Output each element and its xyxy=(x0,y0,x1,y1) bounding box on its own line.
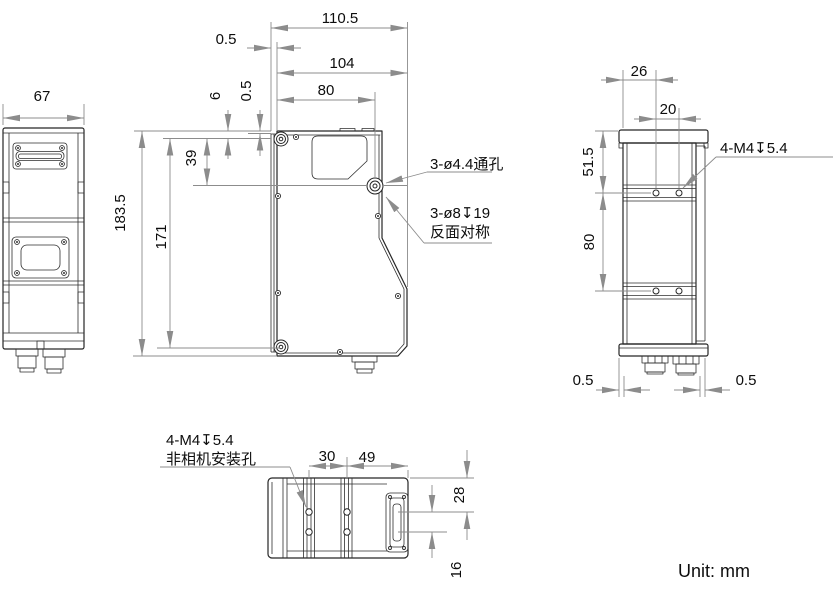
bottom-thread-note-line2: 非相机安装孔 xyxy=(166,451,256,468)
dim-inner-height: 171 xyxy=(153,224,170,249)
front-view-outline xyxy=(2,127,85,350)
bottom-thread-note-line1: 4-M4↧5.4 xyxy=(166,432,234,449)
dim-top-gap: 6 xyxy=(207,92,224,100)
dim-left-gap: 0.5 xyxy=(573,372,594,389)
dim-hole-spacing-v: 80 xyxy=(581,234,598,251)
counterbore-note-line1: 3-ø8↧19 xyxy=(430,205,490,222)
dim-front-width: 67 xyxy=(34,88,51,105)
through-hole-annotation: 3-ø4.4通孔 xyxy=(385,156,503,184)
bottom-view: 30 49 28 16 4-M4↧5.4 非相机安装孔 xyxy=(160,432,474,578)
bottom-thread-annotation: 4-M4↧5.4 非相机安装孔 xyxy=(160,432,307,508)
counterbore-hole-right xyxy=(366,177,384,195)
side-connector xyxy=(351,355,378,374)
dim-top-hole-offset: 51.5 xyxy=(580,147,597,176)
front-view: 67 xyxy=(2,88,85,374)
dim-hole-spacing-a: 30 xyxy=(319,448,336,465)
dim-edge-offset: 49 xyxy=(359,449,376,466)
dim-hole-spacing-h: 20 xyxy=(660,101,677,118)
rear-top-cap xyxy=(618,129,709,144)
rear-thread-annotation: 4-M4↧5.4 xyxy=(682,140,833,189)
side-view-inner-line xyxy=(279,134,405,354)
front-edge-strip xyxy=(695,145,706,342)
middle-panel-window xyxy=(20,244,61,271)
middle-panel xyxy=(11,236,70,279)
counterbore-note-line2: 反面对称 xyxy=(430,224,490,241)
top-plate-screws xyxy=(15,145,65,167)
left-notch-lower xyxy=(2,291,10,304)
side-screws xyxy=(274,133,402,356)
dim-body-depth: 104 xyxy=(329,55,354,72)
bottom-rail-1 xyxy=(303,478,315,558)
dim-hole-spacing-b: 16 xyxy=(448,562,465,579)
through-hole-note: 3-ø4.4通孔 xyxy=(430,156,503,173)
slot-inner xyxy=(18,153,62,159)
lens-window xyxy=(311,135,368,180)
bottom-connector-window xyxy=(385,492,409,553)
dim-overall-depth: 110.5 xyxy=(322,10,358,27)
counterbore-annotation: 3-ø8↧19 反面对称 xyxy=(385,196,492,244)
bottom-rail-2 xyxy=(340,478,353,558)
dim-hole-top-offset: 39 xyxy=(183,150,200,167)
counterbore-hole-top-left xyxy=(273,131,289,147)
right-notch-upper xyxy=(77,181,85,194)
rail-band-upper xyxy=(623,184,696,202)
rear-body-outline xyxy=(622,142,697,345)
dim-right-gap: 0.5 xyxy=(736,372,757,389)
top-tab-1 xyxy=(339,128,356,132)
side-view-outline xyxy=(276,130,408,357)
rear-connectors xyxy=(641,355,700,376)
top-plate xyxy=(12,142,68,170)
bottom-notch xyxy=(36,340,45,350)
front-connectors xyxy=(15,348,66,374)
side-view: 110.5 0.5 104 80 6 0.5 39 171 183.5 3-ø4… xyxy=(112,10,503,374)
left-notch-upper xyxy=(2,181,10,194)
bottom-view-outline xyxy=(267,477,409,559)
top-tab-2 xyxy=(361,128,375,132)
slot-outer xyxy=(15,151,65,161)
rear-bottom-plate xyxy=(618,343,709,357)
rail-band-lower xyxy=(623,282,696,300)
dim-front-offset: 28 xyxy=(451,487,468,504)
rear-thread-note: 4-M4↧5.4 xyxy=(720,140,788,157)
right-notch-lower xyxy=(77,291,85,304)
dim-overall-height: 183.5 xyxy=(112,194,129,232)
dim-hole-spacing: 80 xyxy=(318,82,335,99)
dim-rear-gap: 0.5 xyxy=(216,31,237,48)
dim-top-lip: 0.5 xyxy=(238,81,255,102)
counterbore-hole-bottom-left xyxy=(273,339,289,355)
unit-label: Unit: mm xyxy=(678,561,750,581)
rear-plate xyxy=(270,133,277,353)
dim-cap-width: 26 xyxy=(631,63,648,80)
middle-panel-screws xyxy=(14,239,67,276)
rear-view: 26 20 51.5 80 0.5 0.5 4-M4↧5.4 xyxy=(573,63,833,397)
